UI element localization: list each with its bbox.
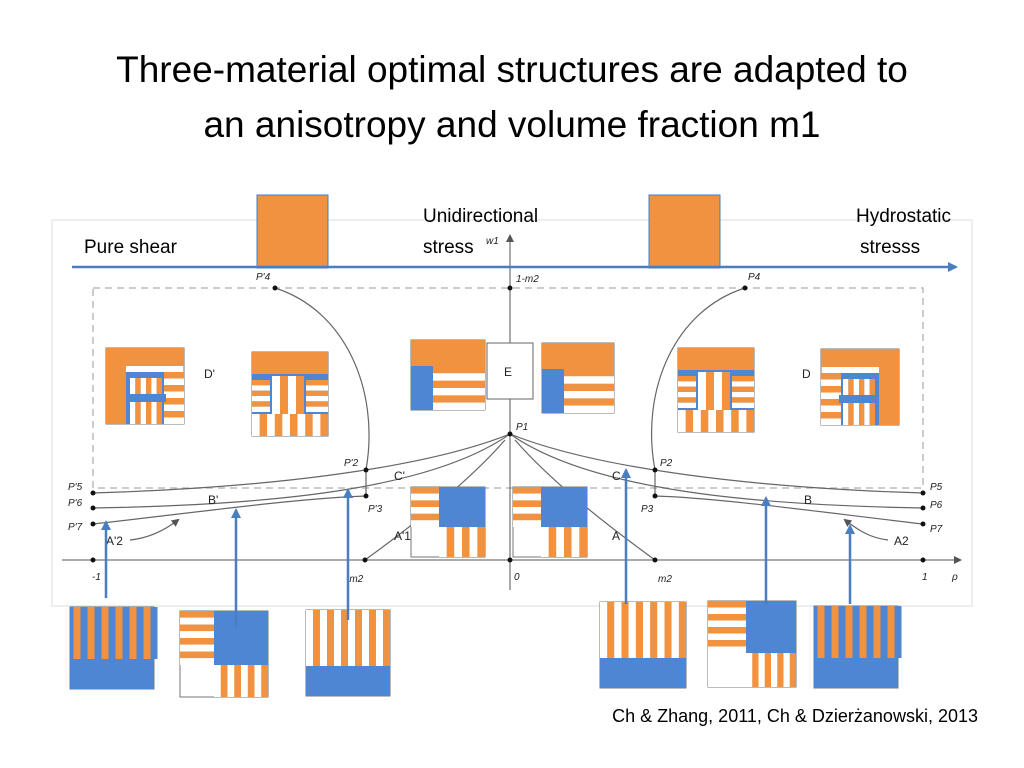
label-p4p: P'4 (256, 272, 271, 283)
label-p3: P3 (641, 504, 654, 515)
dot-p3p (363, 493, 369, 499)
label-p2p: P'2 (344, 458, 359, 469)
dot-minus-one (90, 557, 96, 563)
structure-bottom-3 (305, 609, 391, 697)
dot-p2 (652, 467, 658, 473)
dot-p1 (507, 431, 513, 437)
a2p-pointer (129, 518, 180, 541)
structure-top-d-1 (677, 347, 755, 433)
dot-neg-m2 (362, 557, 368, 563)
diagram-panel (51, 219, 973, 607)
region-label-a2p: A'2 (106, 534, 123, 548)
structure-top-d-2 (820, 348, 900, 426)
dot-zero (507, 557, 513, 563)
axis-label-neg-m2: -m2 (346, 574, 364, 585)
structure-top-left-of-e (410, 339, 486, 411)
microstructure-icons (69, 339, 902, 698)
title-line-2: an anisotropy and volume fraction m1 (203, 104, 821, 145)
label-1-m2: 1-m2 (516, 274, 539, 285)
structure-top-d-prime-2 (251, 351, 329, 437)
curve-p6p-p7p (92, 495, 367, 525)
region-label-a1p: A'1 (394, 529, 411, 543)
structure-bottom-6 (813, 605, 902, 689)
dot-one (920, 557, 926, 563)
label-p3p: P'3 (368, 504, 383, 515)
curve-p4p-p2p (274, 287, 370, 471)
label-hydrostatic-2: stresss (860, 237, 920, 258)
diagram-points (90, 285, 926, 563)
dot-p6p (90, 505, 96, 511)
axis-label-minus-one: -1 (92, 572, 101, 583)
axis-label-one: 1 (922, 572, 928, 583)
region-label-c: C (612, 469, 621, 483)
dot-p5p (90, 490, 96, 496)
dot-p7 (920, 521, 926, 527)
label-p6: P6 (930, 500, 943, 511)
label-p5p: P'5 (68, 482, 83, 493)
label-p6p: P'6 (68, 498, 83, 509)
label-pure-shear: Pure shear (84, 237, 178, 258)
region-label-a2: A2 (894, 534, 909, 548)
axis-label-rho: ρ (951, 572, 958, 583)
dot-p2p (363, 467, 369, 473)
curve-p1-p6 (509, 433, 924, 509)
structure-bottom-5 (707, 600, 797, 688)
label-p4: P4 (748, 272, 761, 283)
dot-1-m2 (507, 285, 513, 291)
axis-label-m2: m2 (658, 574, 672, 585)
label-p7: P7 (930, 524, 943, 535)
title-line-1: Three-material optimal structures are ad… (116, 49, 908, 90)
a2-pointer (843, 518, 889, 541)
dot-m2 (652, 557, 658, 563)
label-p7p: P'7 (68, 522, 83, 533)
structure-top-d-prime-1 (105, 347, 185, 425)
dot-p5 (920, 490, 926, 496)
curve-p1-p6p (92, 433, 511, 509)
dot-p3 (652, 493, 658, 499)
structure-top-right-of-e (541, 342, 615, 414)
e-label: E (504, 365, 512, 379)
label-w1: w1 (486, 236, 499, 247)
region-label-a: A (612, 529, 620, 543)
region-label-d: D (802, 367, 811, 381)
curve-p6-p7 (654, 495, 924, 525)
curve-p4-p2 (651, 287, 746, 471)
curve-p1-p5p (92, 433, 511, 494)
region-label-dp: D' (204, 367, 215, 381)
label-unidirectional-2: stress (423, 237, 474, 258)
structure-middle-left (410, 486, 486, 558)
region-arrows (101, 468, 855, 628)
dot-p4p (272, 285, 278, 291)
e-box (486, 342, 534, 400)
slide-title: Three-material optimal structures are ad… (0, 42, 1024, 152)
label-p2: P2 (660, 458, 673, 469)
label-p1: P1 (516, 422, 528, 433)
label-hydrostatic-1: Hydrostatic (856, 206, 951, 227)
orange-square-left (256, 194, 329, 269)
orange-square-right (648, 194, 721, 269)
dot-p4 (742, 285, 748, 291)
axis-label-zero: 0 (514, 572, 520, 583)
citation: Ch & Zhang, 2011, Ch & Dzierżanowski, 20… (612, 706, 978, 726)
label-unidirectional-1: Unidirectional (423, 206, 538, 227)
structure-middle-right (512, 486, 588, 558)
dot-p6 (920, 505, 926, 511)
region-label-cp: C' (394, 469, 405, 483)
label-p5: P5 (930, 482, 943, 493)
structure-bottom-4 (599, 601, 687, 689)
curve-p1-p5 (509, 433, 924, 494)
dot-p7p (90, 521, 96, 527)
region-label-b: B (804, 493, 812, 507)
region-label-bp: B' (208, 493, 218, 507)
structure-bottom-1 (69, 606, 158, 690)
structure-bottom-2 (179, 610, 269, 698)
